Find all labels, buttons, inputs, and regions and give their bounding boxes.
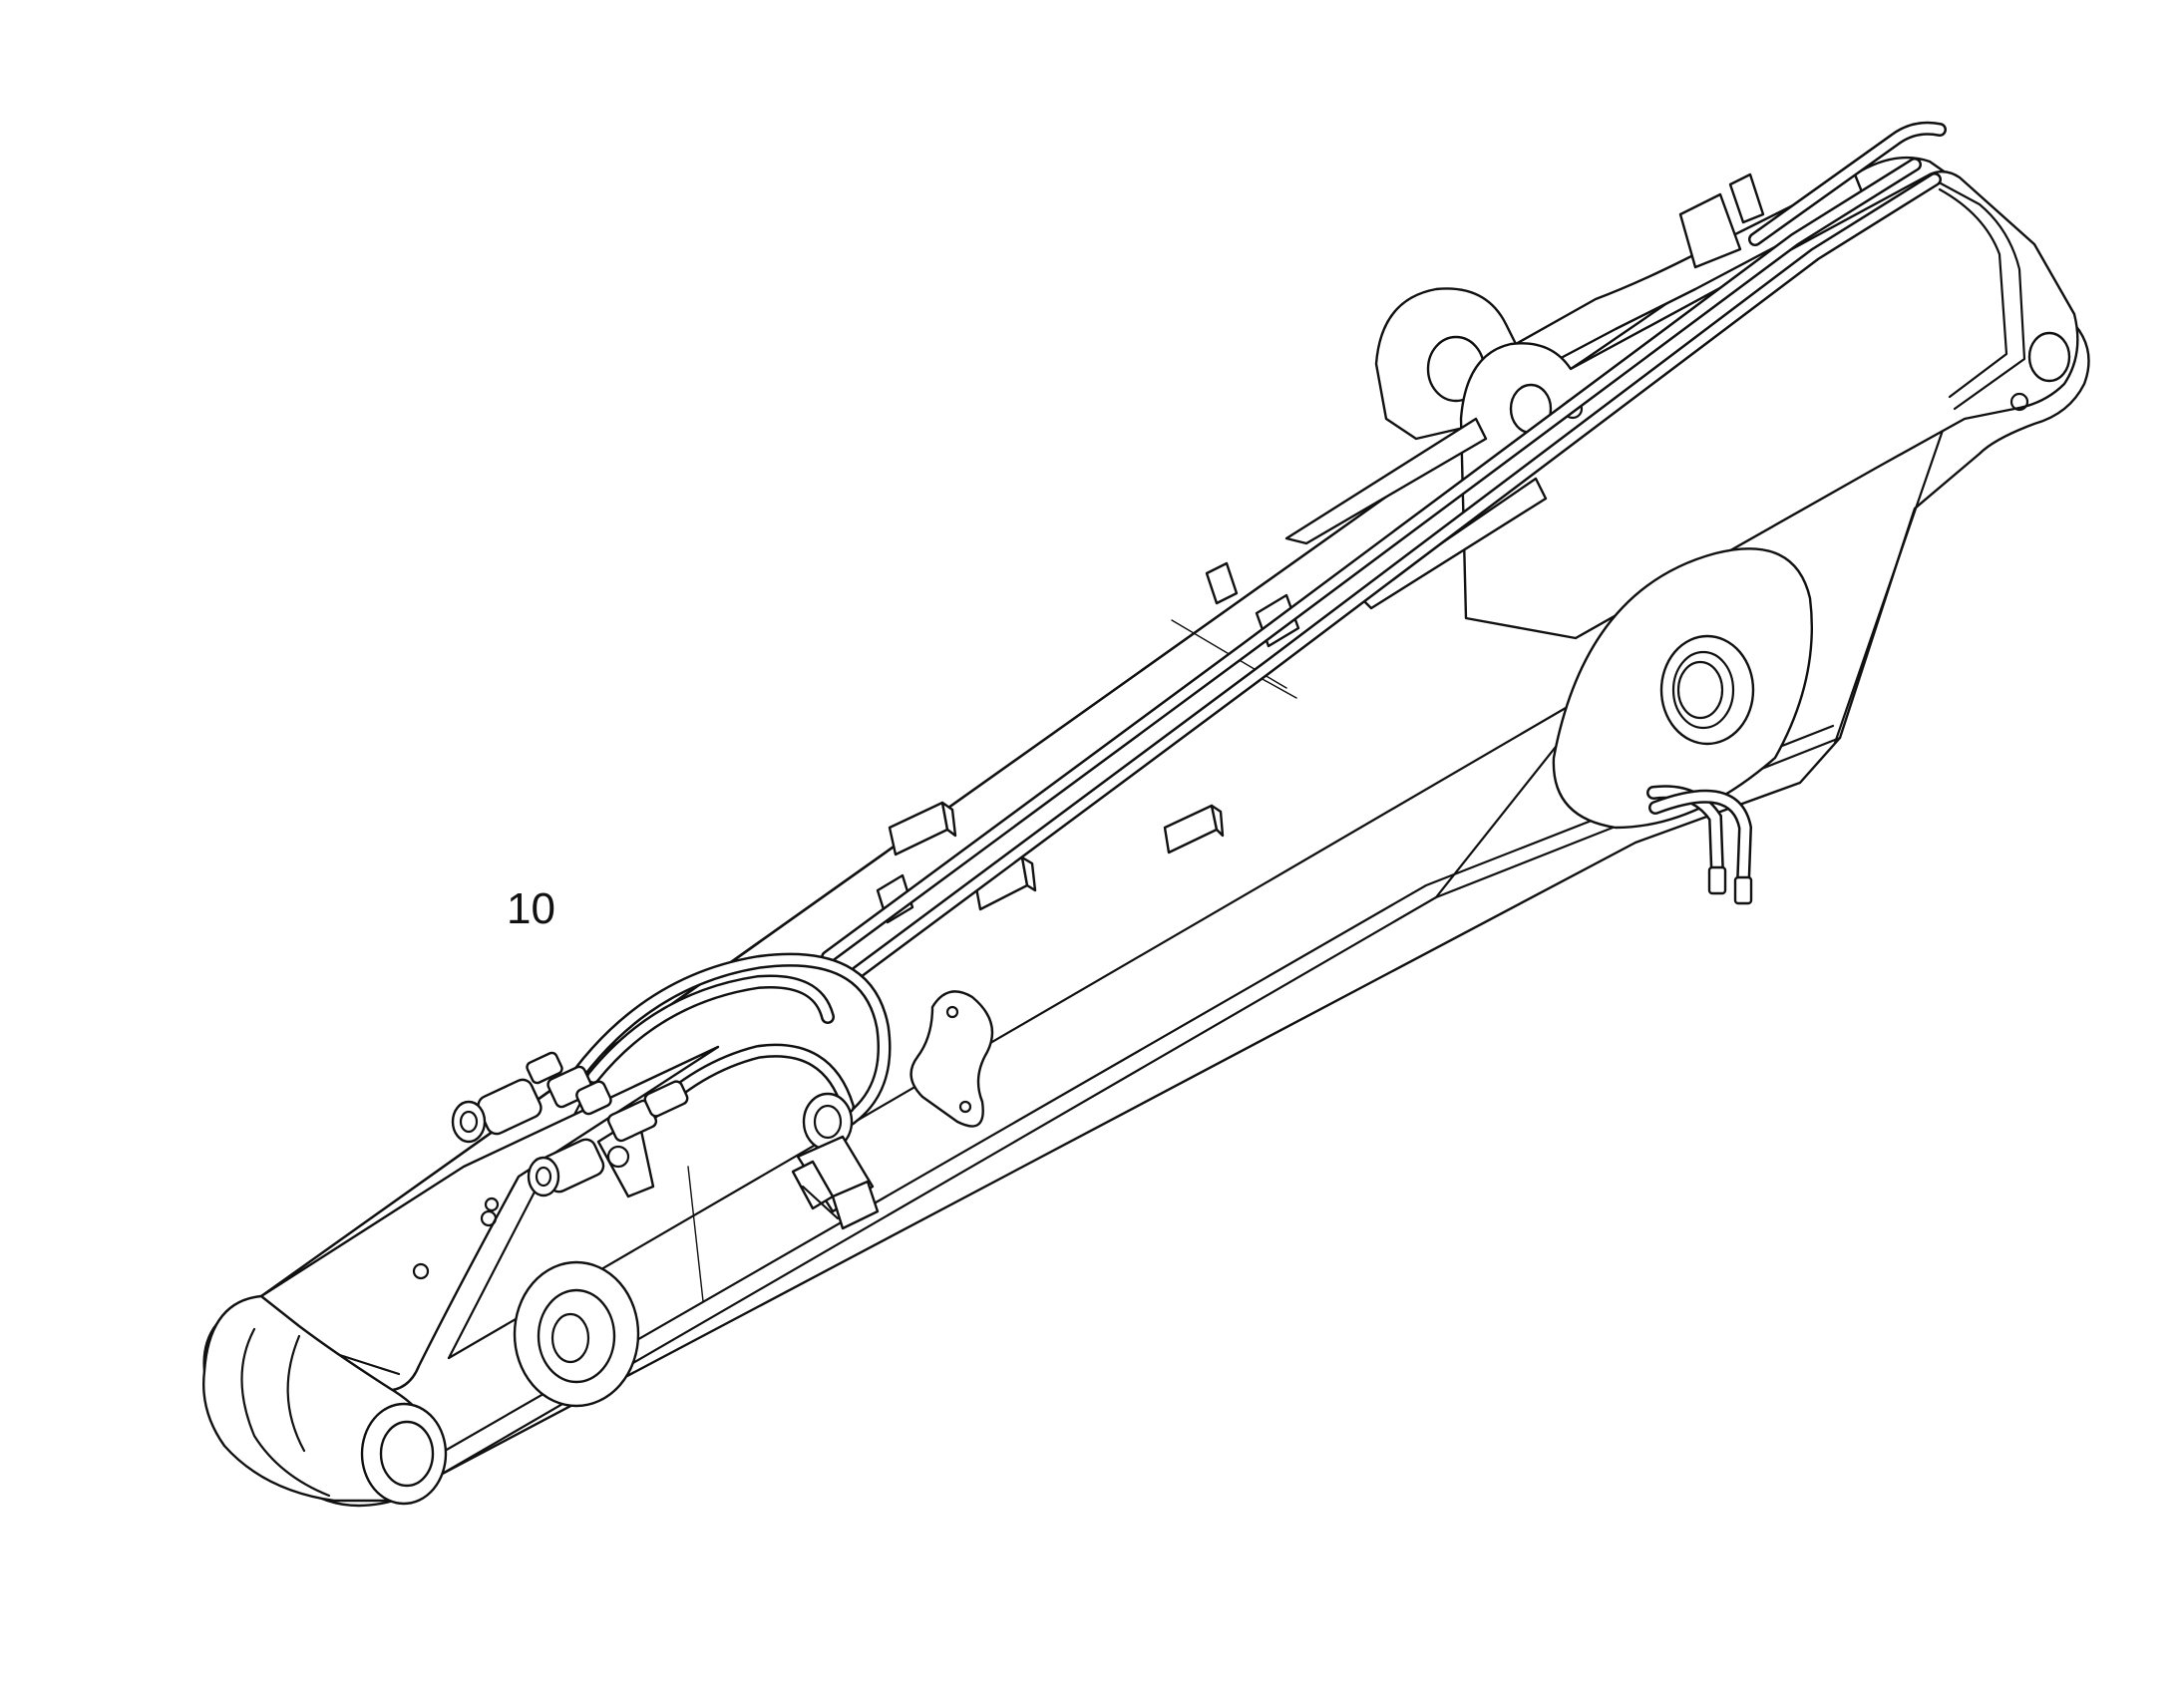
access-cover — [911, 991, 992, 1126]
side-pipes-right — [1653, 792, 1751, 903]
tip-pin-bore — [2029, 333, 2069, 381]
inner-side-plate — [1461, 171, 2077, 638]
valve-block — [793, 1094, 878, 1228]
hydraulic-tube-upper — [828, 165, 1915, 957]
foot-fittings — [453, 1051, 689, 1196]
cylinder-pin-boss-left — [515, 1262, 638, 1406]
hose-loop-2 — [593, 981, 828, 1077]
hydraulic-tube-top — [1755, 129, 1940, 239]
hydraulic-tube-lower — [858, 179, 1935, 972]
slot-upper — [1286, 419, 1486, 543]
callout-label: 10 — [507, 884, 555, 933]
top-plate-fittings — [414, 1198, 498, 1278]
slot-lower — [1361, 479, 1546, 608]
cylinder-pin-boss-right — [1554, 548, 1812, 828]
top-flange-edge — [449, 638, 1685, 1358]
hose-loop-1 — [563, 960, 885, 1127]
wear-pads — [890, 803, 1223, 1127]
foot-pin-bore-inner — [381, 1422, 433, 1486]
boom-foot — [203, 1296, 446, 1504]
boom-body — [204, 158, 2089, 1506]
